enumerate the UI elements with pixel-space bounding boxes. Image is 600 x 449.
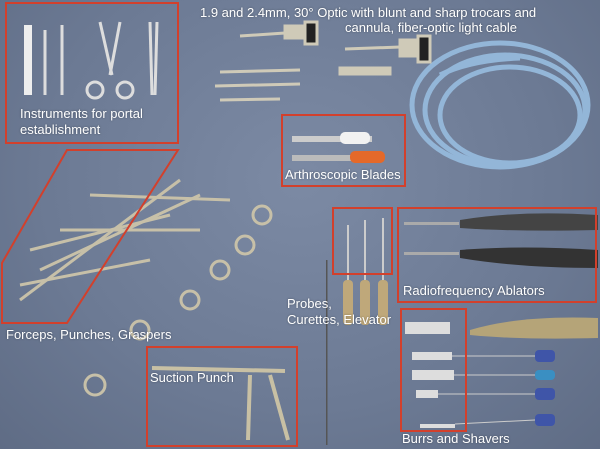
probes-label: Probes, Curettes, Elevator: [287, 296, 391, 328]
probes-label-line2: Curettes, Elevator: [287, 312, 392, 327]
blades: [292, 132, 385, 163]
portal-label-line1: Instruments for portal: [20, 106, 143, 121]
probes-label-line1: Probes,: [287, 296, 332, 311]
optics-label-line1: 1.9 and 2.4mm, 30° Optic with blunt and …: [200, 5, 537, 20]
ablators-label: Radiofrequency Ablators: [403, 283, 545, 298]
burrs-box: [400, 308, 467, 432]
blades-box: [281, 114, 406, 187]
portal-instruments-box: [5, 2, 179, 144]
portal-instruments: [24, 21, 159, 100]
forceps-label: Forceps, Punches, Graspers: [6, 327, 172, 342]
burrs-label: Burrs and Shavers: [402, 431, 510, 446]
burrs: [405, 317, 598, 428]
forceps-highlight-box: [1, 149, 180, 324]
suction-punch: [151, 366, 290, 441]
optics-label: 1.9 and 2.4mm, 30° Optic with blunt and …: [200, 5, 600, 35]
suction-punch-label: Suction Punch: [150, 370, 234, 385]
blades-label: Arthroscopic Blades: [285, 167, 401, 182]
optics: [214, 20, 432, 102]
portal-label: Instruments for portal establishment: [20, 106, 143, 138]
ablators-box: [397, 207, 597, 303]
optics-label-line2: cannula, fiber-optic light cable: [345, 20, 517, 35]
portal-label-line2: establishment: [20, 122, 101, 137]
ablators: [404, 213, 598, 268]
probes-box: [332, 207, 393, 275]
probes: [326, 218, 388, 445]
suction-punch-box: [146, 346, 298, 447]
forceps: [19, 178, 273, 397]
light-cable: [409, 40, 591, 170]
